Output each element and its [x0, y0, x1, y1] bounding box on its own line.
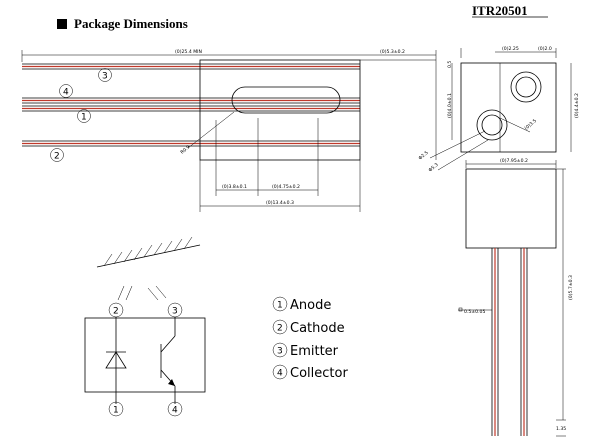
legend-item-collector: 4 Collector	[272, 364, 348, 381]
callout-circle-4	[59, 84, 73, 98]
schem-pin-4: 4	[172, 406, 178, 416]
end-view-outline	[460, 62, 557, 153]
dim-bottom-small: 1.35	[556, 426, 566, 432]
lead-middle-upper	[22, 97, 360, 104]
dim-bottom-width: (0)7.95±0.2	[500, 158, 528, 164]
page-title: Package Dimensions	[74, 16, 188, 31]
pin-legend: 1 Anode 2 Cathode 3 Emitter 4 Collector	[272, 296, 348, 381]
side-view: (0)7.95±0.2 (0)5.7±0.3 0.5±0.05 1.35	[458, 158, 574, 437]
lead-middle-lower	[22, 105, 360, 112]
title-square-bullet	[57, 19, 67, 29]
side-lead-left	[491, 248, 499, 436]
dim-phi-a: Φ2.5	[417, 150, 429, 162]
dim-top-small: (0)2.0	[538, 46, 552, 52]
dim-lens-dia: (0)3.5	[523, 118, 537, 132]
callout-2: 2	[54, 152, 60, 162]
side-view-body	[465, 168, 557, 249]
part-number: ITR20501	[472, 3, 528, 18]
lead-top	[22, 63, 360, 70]
dim-radius: R0.9	[179, 144, 191, 155]
dim-left-height: (0)4.0±0.1	[447, 93, 453, 118]
dim-lead-length: (0)25.4 MIN	[175, 49, 202, 55]
light-arrows	[117, 285, 167, 301]
dim-slot-width: (0)4.75±0.2	[272, 184, 300, 190]
lens-dia-leader	[499, 117, 531, 133]
transistor-collector	[160, 335, 176, 353]
svg-text:1: 1	[277, 301, 283, 311]
schem-pin-3: 3	[172, 307, 178, 317]
callout-3: 3	[102, 72, 108, 82]
dim-phi-b: Φ5.3	[427, 162, 439, 174]
dim-side-small: 0.5	[447, 61, 453, 68]
radius-leader	[187, 111, 235, 149]
schem-pin-circle-1	[108, 401, 124, 417]
dim-left-gap: (0)3.8±0.1	[222, 184, 247, 190]
dim-right-offset: (0)5.3±0.2	[380, 49, 405, 55]
legend-item-emitter: 3 Emitter	[272, 342, 339, 359]
schematic-box	[84, 317, 206, 393]
callout-4: 4	[63, 88, 69, 98]
legend-item-cathode: 2 Cathode	[272, 319, 345, 336]
lens-lower-inner	[481, 114, 503, 136]
surface-hatching	[103, 236, 193, 267]
legend-label-cathode: Cathode	[290, 321, 345, 336]
phi-b-leader	[437, 139, 489, 171]
dim-pin-gap: 0.5±0.05	[464, 309, 485, 315]
svg-text:3: 3	[277, 347, 283, 357]
svg-text:4: 4	[277, 369, 283, 379]
emitter-arrow	[168, 379, 175, 386]
lead-bottom	[22, 140, 360, 147]
schem-pin-1: 1	[113, 406, 119, 416]
dim-side-height: (0)5.7±0.3	[568, 275, 574, 300]
body-outline	[199, 59, 361, 161]
legend-label-emitter: Emitter	[290, 344, 339, 359]
dim-right-height: (0)4.4±0.2	[574, 93, 580, 118]
pin-gap-marker	[458, 307, 463, 312]
lens-lower-outer	[476, 109, 508, 141]
legend-label-anode: Anode	[290, 298, 331, 313]
callout-circle-2	[50, 148, 64, 162]
legend-label-collector: Collector	[290, 366, 348, 381]
end-view: (0)2.25 (0)2.0 (0)4.4±0.2 (0)4.0±0.1 0.5…	[417, 46, 580, 174]
svg-text:2: 2	[277, 324, 283, 334]
top-view: (0)25.4 MIN (0)5.3±0.2	[21, 49, 437, 212]
phi-a-leader	[429, 130, 486, 159]
side-lead-right	[520, 248, 528, 436]
callout-circle-1	[77, 109, 91, 123]
lens-upper-outer	[510, 71, 542, 103]
lens-upper-inner	[515, 76, 537, 98]
legend-item-anode: 1 Anode	[272, 296, 331, 313]
schem-pin-circle-4	[167, 401, 183, 417]
diode-triangle	[105, 351, 127, 369]
dim-body-length: (0)13.4±0.3	[266, 200, 294, 206]
schematic: 2 3 1 4	[84, 236, 206, 417]
slot-outline	[231, 86, 341, 114]
dim-top-width: (0)2.25	[502, 46, 519, 52]
callout-circle-3	[98, 68, 112, 82]
callout-1: 1	[81, 113, 87, 123]
schem-pin-2: 2	[113, 307, 119, 317]
